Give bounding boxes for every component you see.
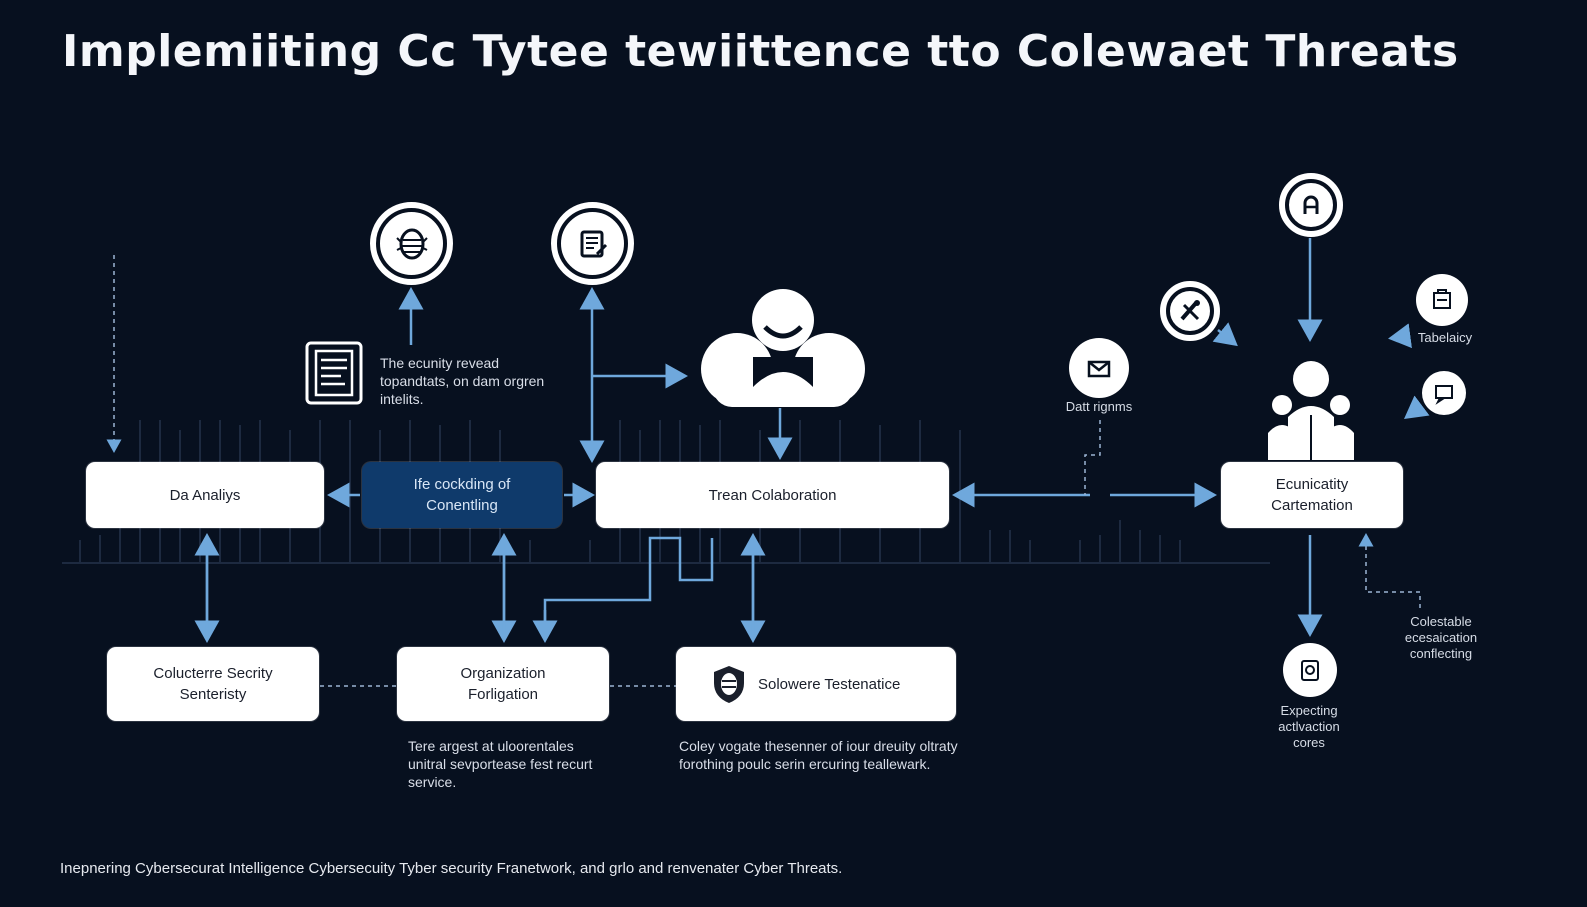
team-icon — [1268, 361, 1354, 460]
tools-icon — [1180, 300, 1200, 321]
solowere-note: Coley vogate thesenner of iour dreuity o… — [679, 738, 958, 772]
shield-bug-circle[interactable] — [370, 202, 453, 285]
data-analysis-node[interactable]: Da Analiys — [86, 462, 324, 528]
chat-icon — [1435, 385, 1453, 405]
document-edit-icon — [580, 230, 607, 257]
mail-circle[interactable] — [1069, 338, 1129, 398]
expecting-label: Expecting actlvaction cores — [1278, 703, 1340, 750]
datt-rigns-label: Datt rignms — [1065, 399, 1133, 414]
gear-doc-icon — [1301, 660, 1319, 681]
tabelaicy-label: Tabelaicy — [1417, 330, 1473, 345]
organization-note: Tere argest at uloorentales unitral sevp… — [408, 738, 593, 790]
tools-circle[interactable] — [1160, 281, 1220, 341]
document-edit-circle[interactable] — [551, 202, 634, 285]
info-circle-icon — [1303, 195, 1319, 214]
gear-doc-circle[interactable] — [1283, 643, 1337, 697]
security-note: The ecunity revead topandtats, on dam or… — [380, 355, 545, 407]
page-title: Implemiiting Cc Tytee tewiittence tto Co… — [62, 26, 1459, 77]
team-collaboration-node[interactable]: Trean Colaboration — [596, 462, 949, 528]
info-circle-button[interactable] — [1279, 173, 1343, 237]
collecterre-node[interactable]: Colucterre Secrity Senteristy — [107, 647, 319, 721]
organization-node[interactable]: Organization Forligation — [397, 647, 609, 721]
chat-circle[interactable] — [1422, 371, 1466, 415]
lock-doc-circle[interactable] — [1416, 274, 1468, 326]
solowere-label: Solowere Testenatice — [758, 675, 901, 693]
lock-doc-icon — [1433, 289, 1451, 309]
footer-caption: Inepnering Cybersecurat Intelligence Cyb… — [60, 860, 843, 877]
mail-icon — [1087, 360, 1111, 378]
shield-icon — [714, 666, 744, 703]
solowere-node[interactable]: Solowere Testenatice — [676, 647, 956, 721]
ecunicatity-node[interactable]: Ecunicatity Cartemation — [1221, 462, 1403, 528]
collectable-label: Colestable ecesaication conflecting — [1404, 614, 1478, 661]
shield-bug-icon — [395, 228, 428, 259]
center-process-node[interactable]: Ife cockding of Conentling — [362, 462, 562, 528]
policy-doc-icon — [305, 341, 363, 405]
user-cloud-icon — [701, 289, 865, 407]
